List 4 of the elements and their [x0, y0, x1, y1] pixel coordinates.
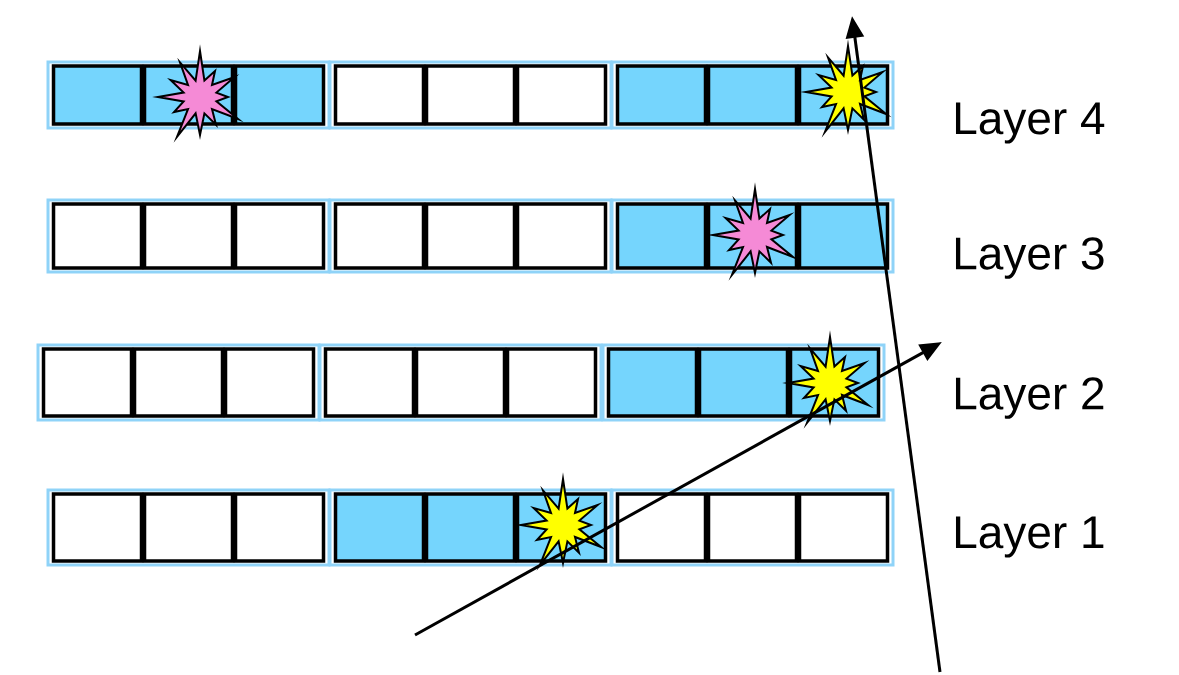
layer-label: Layer 1	[956, 516, 1104, 558]
layer-label: Layer 2	[956, 377, 1104, 419]
layer-label: Layer 3	[956, 237, 1104, 279]
layer-label: Layer 4	[956, 102, 1105, 144]
